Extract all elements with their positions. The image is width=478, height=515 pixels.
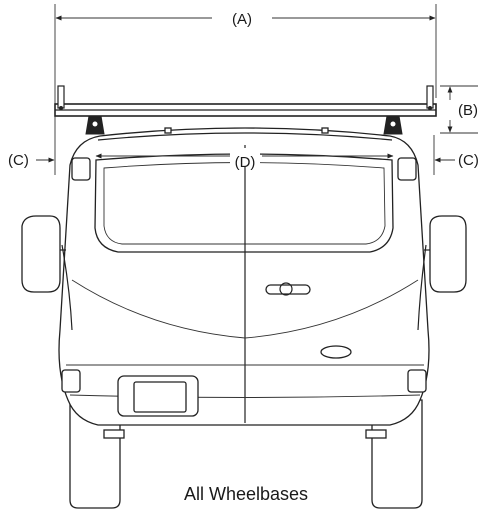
dimension-b-label: (B) — [458, 102, 478, 119]
diagram-caption: All Wheelbases — [184, 484, 308, 504]
right-mirror — [429, 215, 467, 293]
left-end-post — [57, 85, 65, 109]
bumper-line-bottom — [69, 394, 421, 398]
right-end-post — [426, 85, 434, 109]
body-crease — [71, 279, 419, 339]
dimension-c-left-label: (C) — [8, 152, 29, 169]
brand-badge — [320, 345, 352, 359]
roof-stop-1 — [164, 127, 172, 134]
left-pillar — [61, 244, 73, 331]
dimension-a-label: (A) — [232, 11, 252, 28]
left-bolt — [59, 106, 63, 110]
caption-bg — [160, 478, 336, 506]
left-lower-light — [61, 369, 81, 393]
left-reflector — [103, 429, 125, 439]
right-pillar — [417, 244, 427, 331]
dimension-b: (B) — [440, 85, 478, 134]
rear-window — [94, 153, 394, 253]
rear-window-inner — [103, 162, 386, 245]
dimension-d-label: (D) — [235, 154, 256, 171]
left-mirror — [21, 215, 61, 293]
right-bolt — [428, 106, 432, 110]
dimension-d-label-bg — [230, 148, 260, 166]
right-tire — [371, 399, 423, 509]
dimension-c-right: (C) — [433, 135, 478, 175]
license-plate — [133, 381, 187, 413]
right-reflector — [365, 429, 387, 439]
right-mount-bolt — [390, 121, 396, 127]
right-lower-light — [407, 369, 427, 393]
dimension-d: (D) — [95, 148, 394, 171]
left-tire — [69, 399, 121, 509]
dimension-c-left: (C) — [8, 98, 56, 175]
roof-rack — [54, 85, 437, 135]
roof-edge — [97, 132, 393, 141]
van-rear — [21, 127, 467, 509]
door-lock — [279, 282, 293, 296]
dimension-a: (A) — [54, 4, 437, 98]
door-handle — [265, 284, 311, 295]
right-tail-light — [397, 157, 417, 181]
left-tail-light — [71, 157, 91, 181]
roof-stop-2 — [321, 127, 329, 134]
dimension-c-right-label: (C) — [458, 152, 478, 169]
left-mount-bolt — [92, 121, 98, 127]
